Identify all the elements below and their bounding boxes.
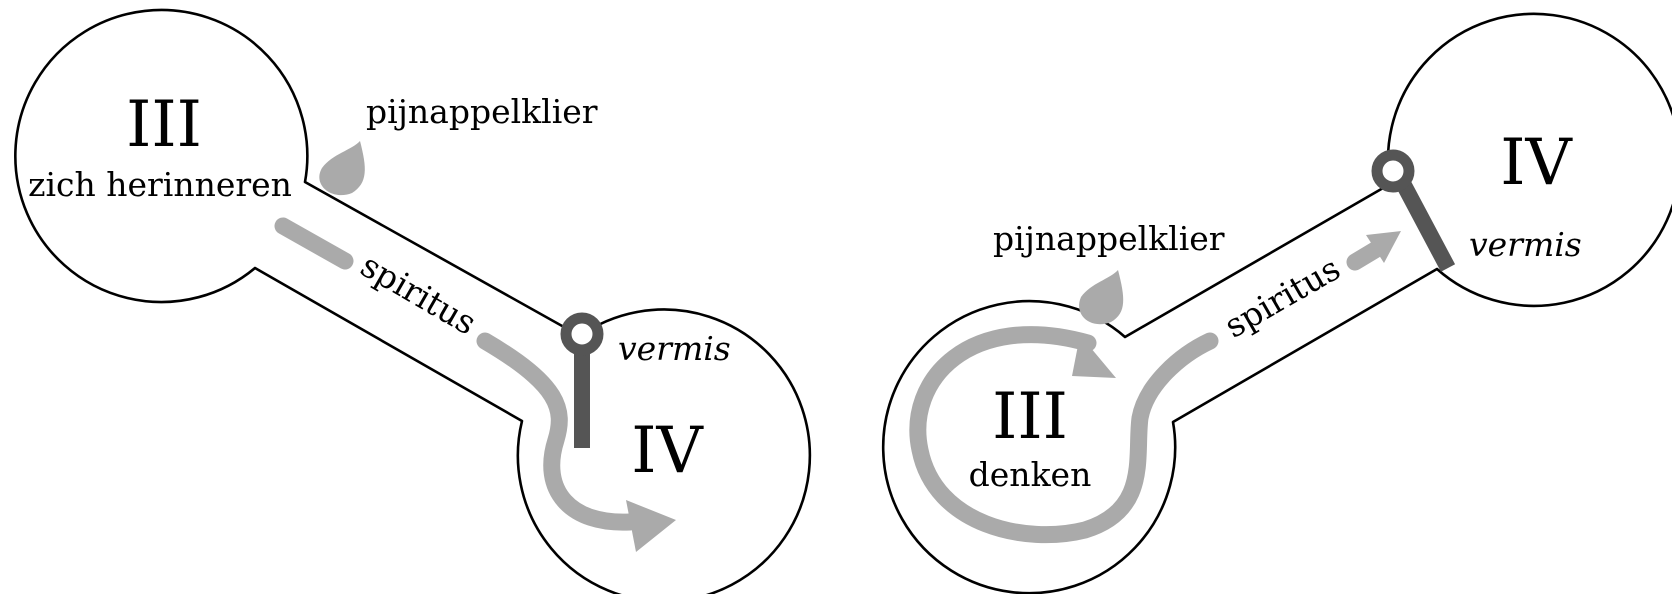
left-ventricle-4-numeral: IV <box>631 414 704 488</box>
right-ventricle-4-numeral: IV <box>1500 126 1573 200</box>
left-ventricle-3-numeral: III <box>126 88 202 162</box>
right-ventricle-3-caption: denken <box>969 455 1092 494</box>
left-vermis-label: vermis <box>618 329 731 368</box>
right-spiritus-flow-end <box>1346 241 1384 271</box>
right-vermis-ring <box>1371 149 1415 193</box>
left-spiritus-arrowhead <box>626 500 676 552</box>
right-pinealgland-label: pijnappelklier <box>993 219 1225 258</box>
right-vermis-label: vermis <box>1469 225 1582 264</box>
right-ventricle-3-numeral: III <box>992 380 1068 454</box>
right-diagram: pijnappelklier III denken spiritus IV ve… <box>881 12 1672 594</box>
right-spiritus-flow-loop <box>909 326 1219 544</box>
right-ventricle-outline <box>881 12 1672 594</box>
left-spiritus-flow-main <box>476 332 639 531</box>
left-spiritus-flow-start <box>274 217 354 270</box>
right-pinealgland-icon <box>1079 270 1124 325</box>
left-diagram: III zich herinneren pijnappelklier spiri… <box>14 8 812 594</box>
right-spiritus-arrowhead-2 <box>1366 231 1401 263</box>
left-ventricle-outline <box>14 8 812 594</box>
left-vermis-ring <box>560 312 604 356</box>
left-pinealgland-label: pijnappelklier <box>366 92 598 131</box>
left-ventricle-3-caption: zich herinneren <box>28 165 292 204</box>
right-spiritus-arrowhead-1 <box>1072 335 1116 378</box>
left-pinealgland-icon <box>319 141 365 196</box>
